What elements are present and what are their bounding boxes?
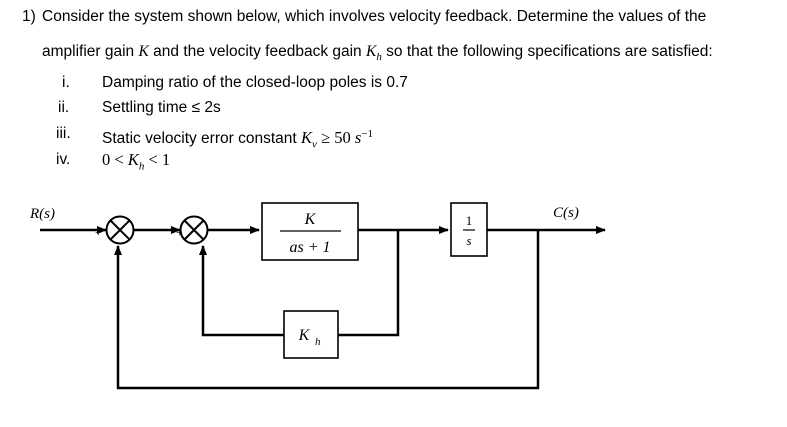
sum2-plus-sign: + — [176, 225, 183, 239]
question-text-line1: Consider the system shown below, which i… — [42, 8, 707, 25]
velocity-feedback-path-left — [201, 256, 284, 337]
integrator-numerator: 1 — [466, 213, 473, 228]
feedback-gain-subscript: h — [315, 336, 321, 348]
integrator-denominator: s — [466, 233, 471, 248]
unity-feedback-path — [116, 230, 540, 390]
spec-text-1: Damping ratio of the closed-loop poles i… — [102, 74, 408, 91]
input-label: R(s) — [29, 206, 55, 222]
spec-number-2: ii. — [58, 99, 70, 116]
spec-text-4: 0 < Kh < 1 — [102, 150, 171, 173]
summing-junction-2 — [179, 215, 209, 245]
plant-denominator: as + 1 — [289, 239, 330, 256]
feedback-gain-label: K — [298, 327, 311, 344]
spec-number-1: i. — [62, 74, 70, 91]
output-label: C(s) — [553, 205, 579, 221]
velocity-feedback-gain-block — [283, 310, 339, 359]
summing-junction-1 — [105, 215, 135, 245]
question-text-line2: amplifier gain K and the velocity feedba… — [42, 43, 713, 64]
spec-number-4: iv. — [56, 151, 71, 168]
spec-text-3: Static velocity error constant Kv ≥ 50 s… — [102, 128, 373, 151]
velocity-feedback-path-right — [338, 230, 400, 337]
question-number: 1) — [22, 8, 36, 25]
spec-text-2: Settling time ≤ 2s — [102, 99, 221, 116]
spec-number-3: iii. — [56, 125, 71, 142]
sum1-plus-sign: + — [95, 225, 102, 239]
plant-numerator: K — [304, 211, 317, 228]
